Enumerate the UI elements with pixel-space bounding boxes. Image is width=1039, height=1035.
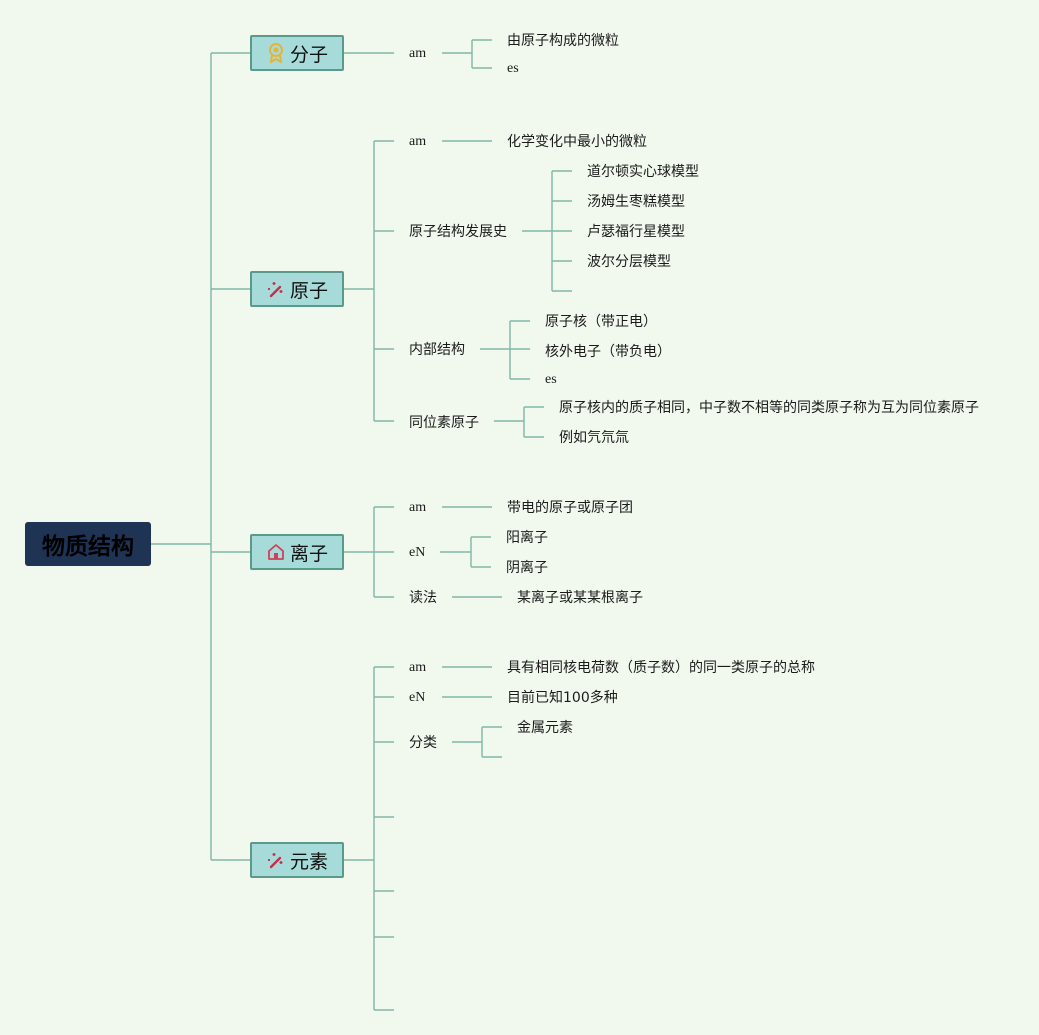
node-label[interactable]: eN — [409, 690, 426, 705]
node-label[interactable]: 带电的原子或原子团 — [507, 500, 633, 516]
branch-label: 分子 — [289, 43, 328, 66]
root-label: 物质结构 — [42, 534, 134, 560]
node-label[interactable]: es — [545, 372, 557, 387]
node-label[interactable]: 化学变化中最小的微粒 — [507, 134, 647, 150]
branch-label: 原子 — [289, 279, 328, 302]
house-icon — [266, 542, 286, 562]
node-label[interactable]: am — [409, 46, 427, 61]
node-label[interactable]: 波尔分层模型 — [587, 254, 671, 270]
node-label[interactable]: 原子核内的质子相同，中子数不相等的同类原子称为互为同位素原子 — [559, 400, 979, 416]
root-node[interactable]: 物质结构 — [25, 522, 151, 566]
node-label[interactable]: 阴离子 — [506, 560, 548, 576]
node-label[interactable]: 读法 — [409, 590, 437, 606]
node-label[interactable]: 分类 — [409, 735, 437, 751]
node-label[interactable]: 由原子构成的微粒 — [507, 33, 619, 49]
node-label[interactable]: 核外电子（带负电） — [545, 344, 671, 360]
node-label[interactable]: 内部结构 — [409, 342, 465, 358]
node-label[interactable]: 阳离子 — [506, 530, 548, 546]
node-label[interactable]: 金属元素 — [517, 720, 573, 736]
branch-ion[interactable]: 离子 — [250, 534, 344, 570]
branch-label: 元素 — [289, 850, 328, 873]
node-label[interactable]: 某离子或某某根离子 — [517, 590, 643, 606]
wand-sparkle-icon — [266, 279, 286, 299]
node-label[interactable]: 例如氕氘氚 — [559, 430, 629, 446]
branch-molecule[interactable]: 分子 — [250, 35, 344, 71]
node-label[interactable]: 原子核（带正电） — [545, 314, 657, 330]
node-label[interactable]: eN — [409, 545, 426, 560]
wand-sparkle-icon — [266, 850, 286, 870]
branch-label: 离子 — [289, 542, 328, 565]
node-label[interactable]: am — [409, 134, 427, 149]
node-label[interactable]: 卢瑟福行星模型 — [587, 224, 685, 240]
branch-element[interactable]: 元素 — [250, 842, 344, 878]
node-label[interactable]: 汤姆生枣糕模型 — [587, 194, 685, 210]
ribbon-award-icon — [266, 43, 286, 63]
node-label[interactable]: 原子结构发展史 — [409, 224, 507, 240]
node-label[interactable]: am — [409, 500, 427, 515]
node-label[interactable]: am — [409, 660, 427, 675]
node-label[interactable]: 目前已知100多种 — [507, 690, 618, 706]
branch-atom[interactable]: 原子 — [250, 271, 344, 307]
node-label[interactable]: 道尔顿实心球模型 — [587, 164, 699, 180]
node-label[interactable]: 具有相同核电荷数（质子数）的同一类原子的总称 — [507, 660, 815, 676]
node-label[interactable]: es — [507, 61, 519, 76]
node-label[interactable]: 同位素原子 — [409, 415, 479, 431]
